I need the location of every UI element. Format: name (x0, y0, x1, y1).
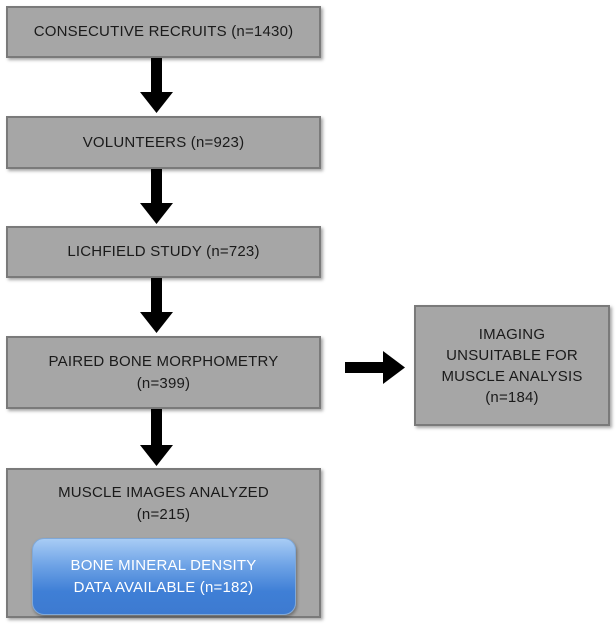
lichfield-study-label: LICHFIELD STUDY (n=723) (67, 243, 260, 260)
paired-bone-morphometry-label: PAIRED BONE MORPHOMETRY (48, 352, 279, 370)
bone-mineral-density-count: DATA AVAILABLE (n=182) (73, 578, 254, 596)
bone-mineral-density-box: BONE MINERAL DENSITY DATA AVAILABLE (n=1… (31, 538, 296, 615)
muscle-images-analyzed-box: MUSCLE IMAGES ANALYZED (n=215) BONE MINE… (6, 468, 321, 618)
consecutive-recruits-label: CONSECUTIVE RECRUITS (n=1430) (33, 23, 294, 40)
arrow-paired-to-imaging (345, 351, 405, 384)
arrow-recruits-to-volunteers (140, 58, 173, 113)
paired-bone-morphometry-count: (n=399) (136, 374, 191, 392)
volunteers-label: VOLUNTEERS (n=923) (82, 133, 245, 151)
muscle-images-analyzed-label: MUSCLE IMAGES ANALYZED (58, 484, 269, 501)
imaging-unsuitable-line3: MUSCLE ANALYSIS (441, 367, 583, 385)
imaging-unsuitable-count: (n=184) (485, 388, 539, 406)
imaging-unsuitable-line1: IMAGING (478, 325, 546, 343)
volunteers-box: VOLUNTEERS (n=923) (6, 116, 321, 169)
lichfield-study-box: LICHFIELD STUDY (n=723) (6, 226, 321, 278)
imaging-unsuitable-line2: UNSUITABLE FOR (446, 346, 578, 364)
paired-bone-morphometry-box: PAIRED BONE MORPHOMETRY (n=399) (6, 336, 321, 409)
arrow-lichfield-to-paired (140, 278, 173, 333)
muscle-images-analyzed-count: (n=215) (136, 506, 191, 523)
arrow-paired-to-muscle (140, 409, 173, 466)
bone-mineral-density-label: BONE MINERAL DENSITY (70, 556, 257, 574)
consecutive-recruits-box: CONSECUTIVE RECRUITS (n=1430) (6, 6, 321, 58)
arrow-volunteers-to-lichfield (140, 169, 173, 224)
imaging-unsuitable-box: IMAGING UNSUITABLE FOR MUSCLE ANALYSIS (… (414, 305, 610, 426)
